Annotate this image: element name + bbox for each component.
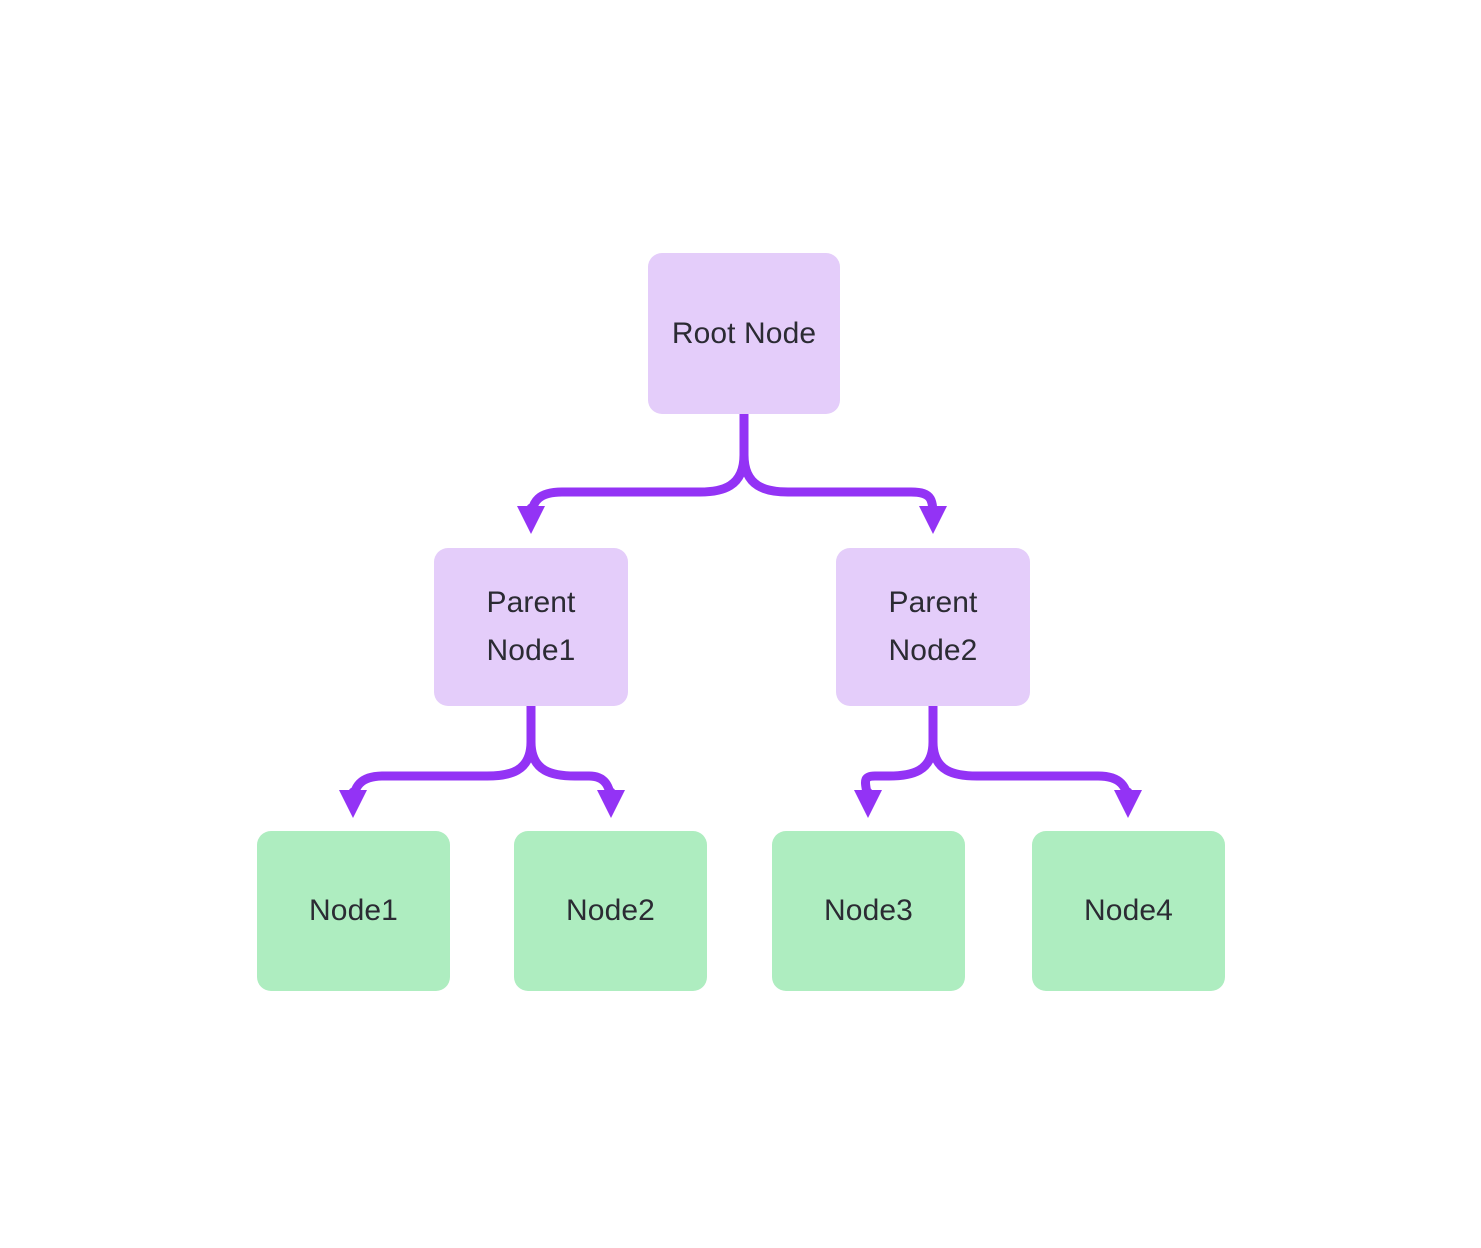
node-parent2-label: Parent Node2 bbox=[888, 586, 978, 667]
arrowhead-icon bbox=[854, 790, 882, 818]
node-node4[interactable]: Node4 bbox=[1032, 831, 1225, 991]
edge-parent1-node2 bbox=[526, 701, 625, 818]
edge-root-parent1 bbox=[517, 409, 749, 534]
node-root[interactable]: Root Node bbox=[648, 253, 840, 414]
node-node1-label: Node1 bbox=[309, 894, 398, 927]
edge-parent2-node3 bbox=[854, 701, 938, 818]
arrowhead-icon bbox=[339, 790, 367, 818]
node-parent1[interactable]: Parent Node1 bbox=[434, 548, 628, 706]
node-node3[interactable]: Node3 bbox=[772, 831, 965, 991]
node-node2-label: Node2 bbox=[566, 894, 655, 927]
edge-parent2-node4 bbox=[928, 701, 1142, 818]
node-node4-label: Node4 bbox=[1084, 894, 1173, 927]
node-root-label: Root Node bbox=[671, 316, 817, 350]
arrowhead-icon bbox=[919, 506, 947, 534]
node-node3-label: Node3 bbox=[824, 894, 913, 927]
node-node2[interactable]: Node2 bbox=[514, 831, 707, 991]
edge-root-parent2 bbox=[739, 409, 947, 534]
arrowhead-icon bbox=[1114, 790, 1142, 818]
edge-parent1-node1 bbox=[339, 701, 536, 818]
node-node1[interactable]: Node1 bbox=[257, 831, 450, 991]
arrowhead-icon bbox=[517, 506, 545, 534]
node-parent2[interactable]: Parent Node2 bbox=[836, 548, 1030, 706]
node-parent1-label: Parent Node1 bbox=[486, 586, 576, 667]
arrowhead-icon bbox=[597, 790, 625, 818]
